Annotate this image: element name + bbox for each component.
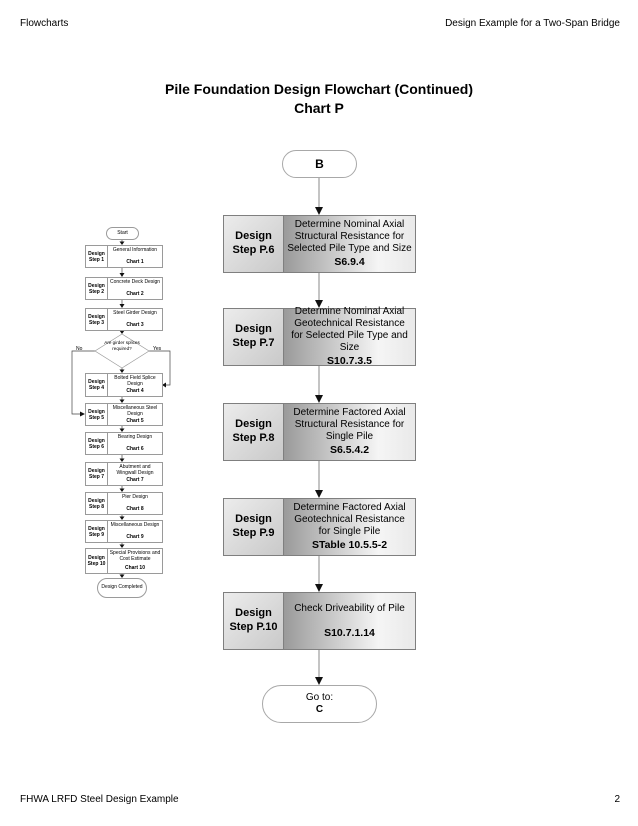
decision-no-label: No: [76, 346, 83, 352]
header-right: Design Example for a Two-Span Bridge: [445, 18, 620, 29]
mini-step-10: Design Step 10 Special Provisions and Co…: [85, 548, 163, 574]
mini-step-7-label: Design Step 7: [86, 463, 108, 485]
page-title: Pile Foundation Design Flowchart (Contin…: [0, 80, 638, 118]
step-p6-label: Design Step P.6: [224, 216, 284, 272]
mini-step-4-title: Bolted Field Splice Design: [114, 375, 156, 387]
mini-step-6-label: Design Step 6: [86, 433, 108, 454]
mini-step-1-chart: Chart 1: [126, 259, 144, 265]
mini-step-5-title: Miscellaneous Steel Design: [112, 405, 158, 417]
step-p9-label: Design Step P.9: [224, 499, 284, 555]
mini-step-1-label: Design Step 1: [86, 246, 108, 267]
footer-page-number: 2: [614, 794, 620, 805]
mini-step-4-chart: Chart 4: [126, 388, 144, 394]
step-p8-label: Design Step P.8: [224, 404, 284, 460]
decision-yes-label: Yes: [153, 346, 162, 352]
entry-terminator-b: B: [282, 150, 357, 178]
mini-step-7-chart: Chart 7: [126, 477, 144, 483]
mini-end-terminator: Design Completed: [97, 578, 147, 598]
mini-step-5: Design Step 5 Miscellaneous Steel Design…: [85, 403, 163, 426]
mini-step-7: Design Step 7 Abutment and Wingwall Desi…: [85, 462, 163, 486]
entry-label: B: [315, 156, 324, 171]
step-p9-text: Determine Factored Axial Geotechnical Re…: [293, 502, 406, 538]
step-p8-ref: S6.5.4.2: [329, 444, 370, 457]
mini-step-8-title: Pier Design: [122, 494, 148, 500]
mini-step-10-title: Special Provisions and Cost Estimate: [109, 550, 161, 562]
mini-step-5-label: Design Step 5: [86, 404, 108, 425]
mini-step-3-chart: Chart 3: [126, 322, 144, 328]
step-p7-label: Design Step P.7: [224, 309, 284, 365]
mini-start-label: Start: [117, 229, 128, 236]
mini-step-8-chart: Chart 8: [126, 506, 144, 512]
footer-left: FHWA LRFD Steel Design Example: [20, 794, 179, 805]
step-p10-ref: S10.7.1.14: [324, 626, 375, 639]
step-p6-text: Determine Nominal Axial Structural Resis…: [287, 219, 412, 255]
mini-step-4: Design Step 4 Bolted Field Splice Design…: [85, 373, 163, 397]
mini-step-1-title: General Information: [112, 247, 158, 253]
mini-step-2-title: Concrete Deck Design: [109, 279, 161, 285]
step-p8-box: Design Step P.8 Determine Factored Axial…: [223, 403, 416, 461]
step-p6-box: Design Step P.6 Determine Nominal Axial …: [223, 215, 416, 273]
step-p10-text: Check Driveability of Pile: [294, 602, 405, 614]
step-p10-label: Design Step P.10: [224, 593, 284, 649]
exit-terminator-goto-c: Go to: C: [262, 685, 377, 723]
step-p7-text: Determine Nominal Axial Geotechnical Res…: [291, 306, 408, 354]
mini-step-10-chart: Chart 10: [124, 565, 145, 571]
mini-step-3-title: Steel Girder Design: [113, 310, 157, 316]
mini-step-3-label: Design Step 3: [86, 309, 108, 330]
mini-step-6: Design Step 6 Bearing Design Chart 6: [85, 432, 163, 455]
step-p6-ref: S6.9.4: [334, 256, 365, 269]
mini-step-9-label: Design Step 9: [86, 521, 108, 542]
mini-step-6-title: Bearing Design: [117, 434, 153, 440]
mini-step-7-title: Abutment and Wingwall Design: [116, 464, 154, 476]
mini-end-label: Design Completed: [101, 584, 143, 591]
step-p9-ref: STable 10.5.5-2: [311, 539, 388, 552]
mini-start-terminator: Start: [106, 227, 139, 240]
mini-step-8: Design Step 8 Pier Design Chart 8: [85, 492, 163, 515]
step-p7-ref: S10.7.3.5: [327, 355, 372, 368]
step-p10-box: Design Step P.10 Check Driveability of P…: [223, 592, 416, 650]
step-p9-box: Design Step P.9 Determine Factored Axial…: [223, 498, 416, 556]
step-p8-text: Determine Factored Axial Structural Resi…: [293, 407, 406, 443]
mini-step-2-label: Design Step 2: [86, 278, 108, 299]
exit-goto-text: Go to:: [305, 691, 334, 703]
page-title-line1: Pile Foundation Design Flowchart (Contin…: [165, 81, 473, 97]
mini-step-9: Design Step 9 Miscellaneous Design Chart…: [85, 520, 163, 543]
mini-step-8-label: Design Step 8: [86, 493, 108, 514]
mini-step-1: Design Step 1 General Information Chart …: [85, 245, 163, 268]
mini-step-2-chart: Chart 2: [126, 291, 144, 297]
mini-step-4-label: Design Step 4: [86, 374, 108, 396]
mini-step-10-label: Design Step 10: [86, 549, 108, 573]
page-title-line2: Chart P: [294, 99, 344, 116]
mini-step-9-chart: Chart 9: [126, 534, 144, 540]
decision-text: Are girder splices required?: [104, 340, 140, 351]
mini-step-9-title: Miscellaneous Design: [110, 522, 160, 528]
exit-target-label: C: [315, 704, 324, 715]
mini-step-2: Design Step 2 Concrete Deck Design Chart…: [85, 277, 163, 300]
step-p7-box: Design Step P.7 Determine Nominal Axial …: [223, 306, 416, 368]
mini-step-5-chart: Chart 5: [126, 417, 144, 424]
mini-step-6-chart: Chart 6: [126, 446, 144, 452]
header-left: Flowcharts: [20, 18, 69, 29]
mini-step-3: Design Step 3 Steel Girder Design Chart …: [85, 308, 163, 331]
